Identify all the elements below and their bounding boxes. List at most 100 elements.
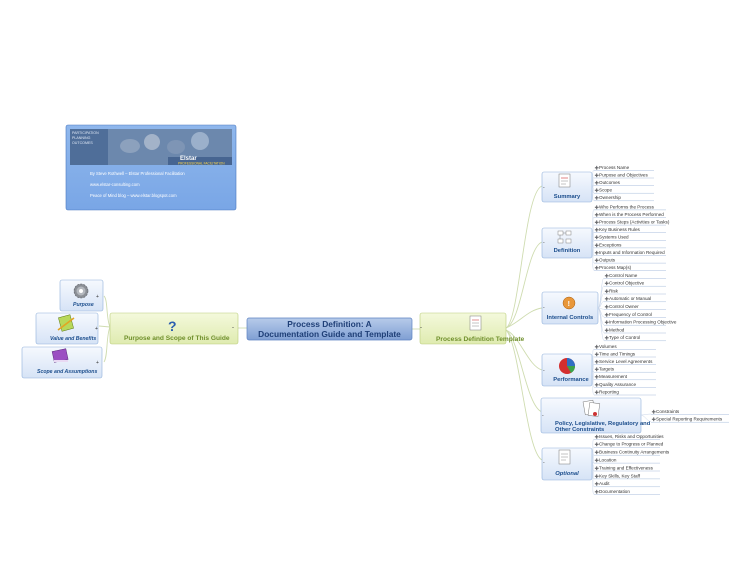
left-item-label: Purpose bbox=[73, 302, 94, 308]
branch-label: Internal Controls bbox=[547, 315, 593, 321]
branch-internal-controls[interactable]: ! Internal Controls - bbox=[541, 291, 599, 325]
leaf-connector bbox=[591, 356, 595, 371]
leaf-topic[interactable]: ➕Time and Timings bbox=[591, 351, 656, 371]
info-card: PARTICIPATION PLANNING OUTCOMES Elstar P… bbox=[65, 124, 237, 211]
leaf-marker: ➕ bbox=[595, 235, 600, 240]
leaf-label: Process Steps (Activities or Tasks) bbox=[599, 220, 670, 225]
collapse-marker[interactable]: - bbox=[232, 325, 234, 331]
branch-definition[interactable]: Definition - bbox=[541, 227, 593, 259]
warning-icon: ! bbox=[562, 296, 576, 310]
leaf-label: Special Reporting Requirements bbox=[656, 417, 723, 422]
branch-label: Optional bbox=[555, 471, 579, 477]
leaf-label: Outcomes bbox=[599, 180, 621, 185]
info-author: By Steve Rothwell – Elstar Professional … bbox=[90, 171, 185, 176]
collapse-marker[interactable]: - bbox=[543, 368, 545, 374]
left-main-label: Purpose and Scope of This Guide bbox=[124, 335, 230, 342]
leaf-label: Systems Used bbox=[599, 235, 629, 240]
flowchart-icon bbox=[557, 230, 572, 244]
book-icon bbox=[51, 348, 69, 363]
leaf-marker: ➕ bbox=[605, 273, 610, 278]
leaf-label: Outputs bbox=[599, 258, 616, 263]
svg-text:?: ? bbox=[168, 318, 177, 334]
leaf-topic[interactable]: ➕Special Reporting Requirements bbox=[640, 414, 729, 423]
leaf-marker: ➕ bbox=[595, 450, 600, 455]
leaf-marker: ➕ bbox=[595, 220, 600, 225]
leaf-topic[interactable]: ➕ Type of Control bbox=[597, 307, 666, 342]
leaf-marker: ➕ bbox=[595, 473, 600, 478]
leaf-marker: ➕ bbox=[652, 417, 657, 422]
leaf-marker: ➕ bbox=[595, 442, 600, 447]
leaf-label: Documentation bbox=[599, 489, 630, 494]
leaf-marker: ➕ bbox=[595, 258, 600, 263]
leaf-topic[interactable]: ➕Constraints bbox=[640, 409, 729, 416]
leaf-marker: ➕ bbox=[605, 281, 610, 286]
leaf-topic[interactable]: ➕Scope bbox=[591, 186, 654, 194]
leaf-connector bbox=[591, 186, 595, 201]
collapse-marker[interactable]: - bbox=[543, 460, 545, 466]
branch-summary[interactable]: Summary - bbox=[541, 171, 593, 203]
branch-policy-constraints[interactable]: Policy, Legislative, Regulatory and Othe… bbox=[540, 397, 651, 434]
leaf-marker: ➕ bbox=[595, 188, 600, 193]
leaf-label: Frequency of Control bbox=[609, 312, 652, 317]
right-main-topic[interactable]: Process Definition Template - bbox=[419, 312, 525, 345]
collapse-marker[interactable]: - bbox=[543, 185, 545, 191]
leaf-topic[interactable]: ➕Targets bbox=[591, 367, 656, 373]
leaf-marker: ➕ bbox=[595, 227, 600, 232]
leaf-topic[interactable]: ➕Ownership bbox=[591, 186, 654, 202]
leaf-topic[interactable]: ➕ Documentation bbox=[591, 463, 660, 495]
leaf-topic[interactable]: ➕Process Map(s) bbox=[591, 242, 666, 271]
left-item-scope-and-assumptions[interactable]: Scope and Assumptions + bbox=[21, 346, 103, 379]
leaf-label: Quality Assurance bbox=[599, 382, 636, 387]
leaf-marker: ➕ bbox=[595, 359, 600, 364]
leaf-marker: ➕ bbox=[595, 265, 600, 270]
banner-word-1: PARTICIPATION bbox=[72, 131, 99, 135]
leaf-marker: ➕ bbox=[595, 195, 600, 200]
leaf-topic[interactable]: ➕Key Business Rules bbox=[591, 227, 666, 244]
leaf-label: Measurement bbox=[599, 374, 628, 379]
leaf-marker: ➕ bbox=[605, 296, 610, 301]
left-main-topic[interactable]: ? Purpose and Scope of This Guide - bbox=[109, 312, 239, 345]
leaf-label: Service Level Agreements bbox=[599, 359, 653, 364]
leaf-topic[interactable]: ➕Training and Effectiveness bbox=[591, 463, 660, 472]
leaf-marker: ➕ bbox=[595, 389, 600, 394]
leaf-topic[interactable]: ➕Location bbox=[591, 458, 660, 465]
report-icon bbox=[558, 173, 571, 188]
leaf-topic[interactable]: ➕Outcomes bbox=[591, 180, 654, 188]
expand-marker[interactable]: + bbox=[96, 360, 99, 366]
leaf-label: Issues, Risks and Opportunities bbox=[599, 434, 664, 439]
leaf-label: Type of Control bbox=[609, 335, 640, 340]
leaf-label: Information Processing Objective bbox=[609, 320, 677, 325]
banner-word-2: PLANNING bbox=[72, 136, 91, 140]
leaf-topic[interactable]: ➕Reporting bbox=[591, 369, 656, 396]
collapse-marker[interactable]: - bbox=[542, 413, 544, 419]
leaf-label: Exceptions bbox=[599, 242, 622, 247]
central-topic[interactable]: Process Definition: A Documentation Guid… bbox=[246, 317, 413, 341]
leaf-topic[interactable]: ➕Exceptions bbox=[591, 242, 666, 249]
leaf-marker: ➕ bbox=[595, 165, 600, 170]
leaf-marker: ➕ bbox=[595, 242, 600, 247]
left-item-purpose[interactable]: Purpose + bbox=[59, 279, 104, 312]
leaf-marker: ➕ bbox=[595, 382, 600, 387]
brand-subtitle: PROFESSIONAL FACILITATION bbox=[178, 162, 225, 166]
collapse-marker[interactable]: - bbox=[543, 305, 545, 311]
left-item-value-and-benefits[interactable]: Value and Benefits + bbox=[35, 312, 99, 345]
leaf-label: Control Owner bbox=[609, 304, 639, 309]
document-icon bbox=[469, 315, 482, 331]
expand-marker[interactable]: + bbox=[96, 294, 99, 300]
info-blog: Peace of Mind blog – www.elstar.blogspot… bbox=[90, 193, 177, 198]
branch-performance[interactable]: Performance - bbox=[541, 353, 593, 387]
leaf-label: Ownership bbox=[599, 195, 621, 200]
leaf-label: Constraints bbox=[656, 409, 680, 414]
leaf-connector bbox=[640, 414, 652, 423]
collapse-marker[interactable]: - bbox=[420, 325, 422, 331]
leaf-topic[interactable]: ➕Control Owner bbox=[597, 304, 666, 310]
leaf-connector bbox=[591, 232, 595, 244]
leaf-label: Targets bbox=[599, 367, 615, 372]
leaf-marker: ➕ bbox=[605, 304, 610, 309]
branch-optional[interactable]: Optional - bbox=[541, 447, 593, 481]
legal-documents-icon bbox=[582, 399, 601, 417]
expand-marker[interactable]: + bbox=[95, 326, 98, 332]
collapse-marker[interactable]: - bbox=[543, 240, 545, 246]
leaf-marker: ➕ bbox=[605, 320, 610, 325]
